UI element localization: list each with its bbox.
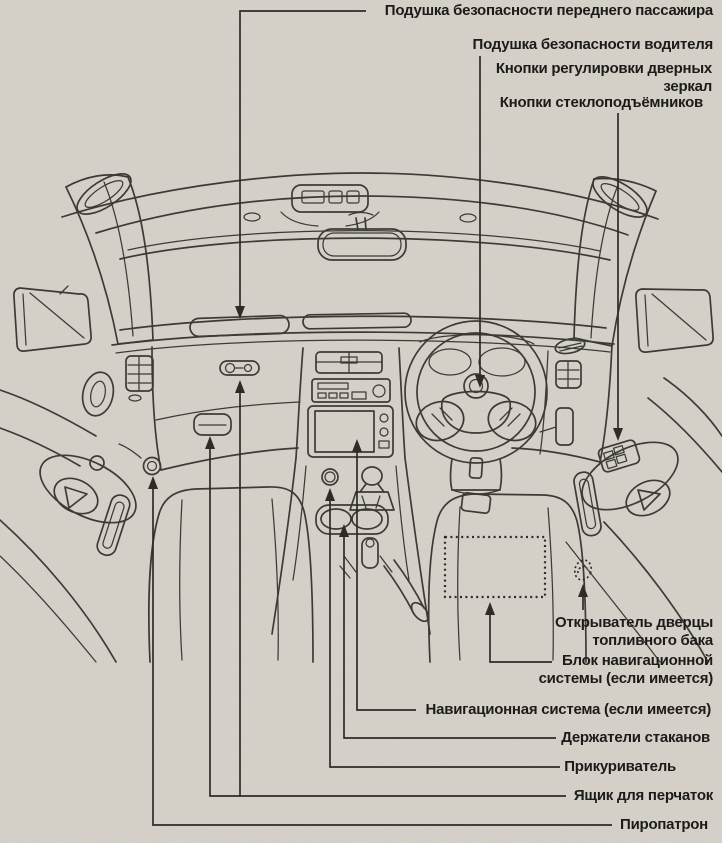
door-lock-left [64, 486, 88, 509]
arrowhead-up [205, 436, 215, 449]
right-door-panel [565, 377, 722, 663]
arrowhead-up [339, 524, 349, 537]
arrowhead-up [325, 488, 335, 501]
fuel-door-opener [573, 559, 593, 581]
label-nav-unit: Блок навигационной системы (если имеется… [538, 652, 714, 687]
radio-unit [311, 378, 391, 403]
roof-headliner [61, 172, 659, 261]
center-stack [295, 347, 406, 459]
label-mirror-buttons: Кнопки регулировки дверных зеркал [496, 60, 712, 95]
front-seats [148, 486, 587, 663]
leader-cup-holders [339, 524, 556, 739]
map-light-console [280, 184, 380, 227]
center-console [271, 457, 431, 635]
driver-airbag-pad [441, 373, 511, 434]
left-door-handle [81, 371, 115, 417]
label-nav-system: Навигационная система (если имеется) [425, 701, 712, 718]
leader-nav-system [352, 439, 416, 711]
window-switch-left [89, 455, 105, 471]
defroster-vent [302, 312, 412, 330]
leader-nav-unit [485, 602, 552, 663]
label-mirror-buttons-line1: Кнопки регулировки дверных [495, 60, 712, 77]
wiper-stalk [539, 426, 557, 433]
label-window-buttons: Кнопки стеклоподъёмников [499, 94, 704, 111]
leader-fuel-door [578, 584, 588, 610]
label-lighter: Прикуриватель [564, 758, 676, 775]
cigarette-lighter [321, 468, 339, 486]
leader-door-buttons [613, 113, 623, 441]
grab-handle-right [592, 176, 648, 218]
label-cup-holders: Держатели стаканов [561, 729, 710, 746]
parking-brake [339, 537, 430, 623]
gauge-left [428, 348, 472, 376]
label-nav-unit-line1: Блок навигационной [562, 652, 713, 669]
passenger-airbag-panel [189, 314, 290, 338]
glove-box-latch [219, 360, 260, 376]
label-driver-airbag: Подушка безопасности водителя [472, 36, 714, 53]
door-pull-right [573, 471, 602, 537]
leader-passenger-airbag [235, 10, 366, 319]
arrowhead-down [613, 428, 623, 441]
door-lock-right [637, 489, 661, 511]
right-dash-vents [554, 337, 586, 446]
rearview-mirror [317, 211, 407, 261]
glove-box-handle [193, 413, 232, 436]
grab-handle-left [76, 173, 132, 215]
gear-shifter [349, 466, 395, 511]
ignition-key [468, 456, 484, 480]
cup-holders [315, 504, 389, 535]
label-fuel-door-line2: топливного бака [592, 631, 713, 649]
leader-glove-box [205, 380, 566, 797]
center-vent [315, 351, 383, 374]
arrowhead-up [148, 476, 158, 489]
arrowhead-up [578, 584, 588, 597]
label-glove-box: Ящик для перчаток [573, 787, 713, 804]
leader-lighter [325, 488, 560, 768]
label-fuel-door-line1: Открыватель дверцы [554, 614, 713, 631]
left-dash-vent [125, 355, 154, 402]
steering-wheel [404, 320, 557, 515]
visor-clip-right [459, 213, 477, 223]
left-side-mirror [13, 285, 92, 352]
door-pull-left [96, 494, 131, 557]
arrowhead-up [235, 380, 245, 393]
visor-clip-left [243, 212, 261, 222]
gauge-right [478, 347, 526, 377]
dashboard [81, 312, 615, 471]
label-mirror-buttons-line2: зеркал [663, 77, 712, 95]
label-fuel-door: Открыватель дверцы топливного бака [555, 614, 713, 649]
arrowhead-up [485, 602, 495, 615]
navigation-screen [307, 405, 394, 458]
pyro-cartridge [118, 443, 162, 476]
arrowhead-down [235, 306, 245, 319]
arrowhead-down [475, 375, 485, 388]
leader-pyro [148, 476, 612, 826]
left-door-panel [0, 389, 137, 663]
right-side-mirror [635, 288, 714, 353]
nav-unit-hidden-outline [443, 535, 547, 599]
label-pyro: Пиропатрон [620, 816, 708, 833]
arrowhead-up [352, 439, 362, 452]
label-passenger-airbag: Подушка безопасности переднего пассажира [384, 2, 713, 19]
leader-driver-airbag [475, 56, 485, 388]
label-nav-unit-line2: системы (если имеется) [538, 669, 714, 687]
